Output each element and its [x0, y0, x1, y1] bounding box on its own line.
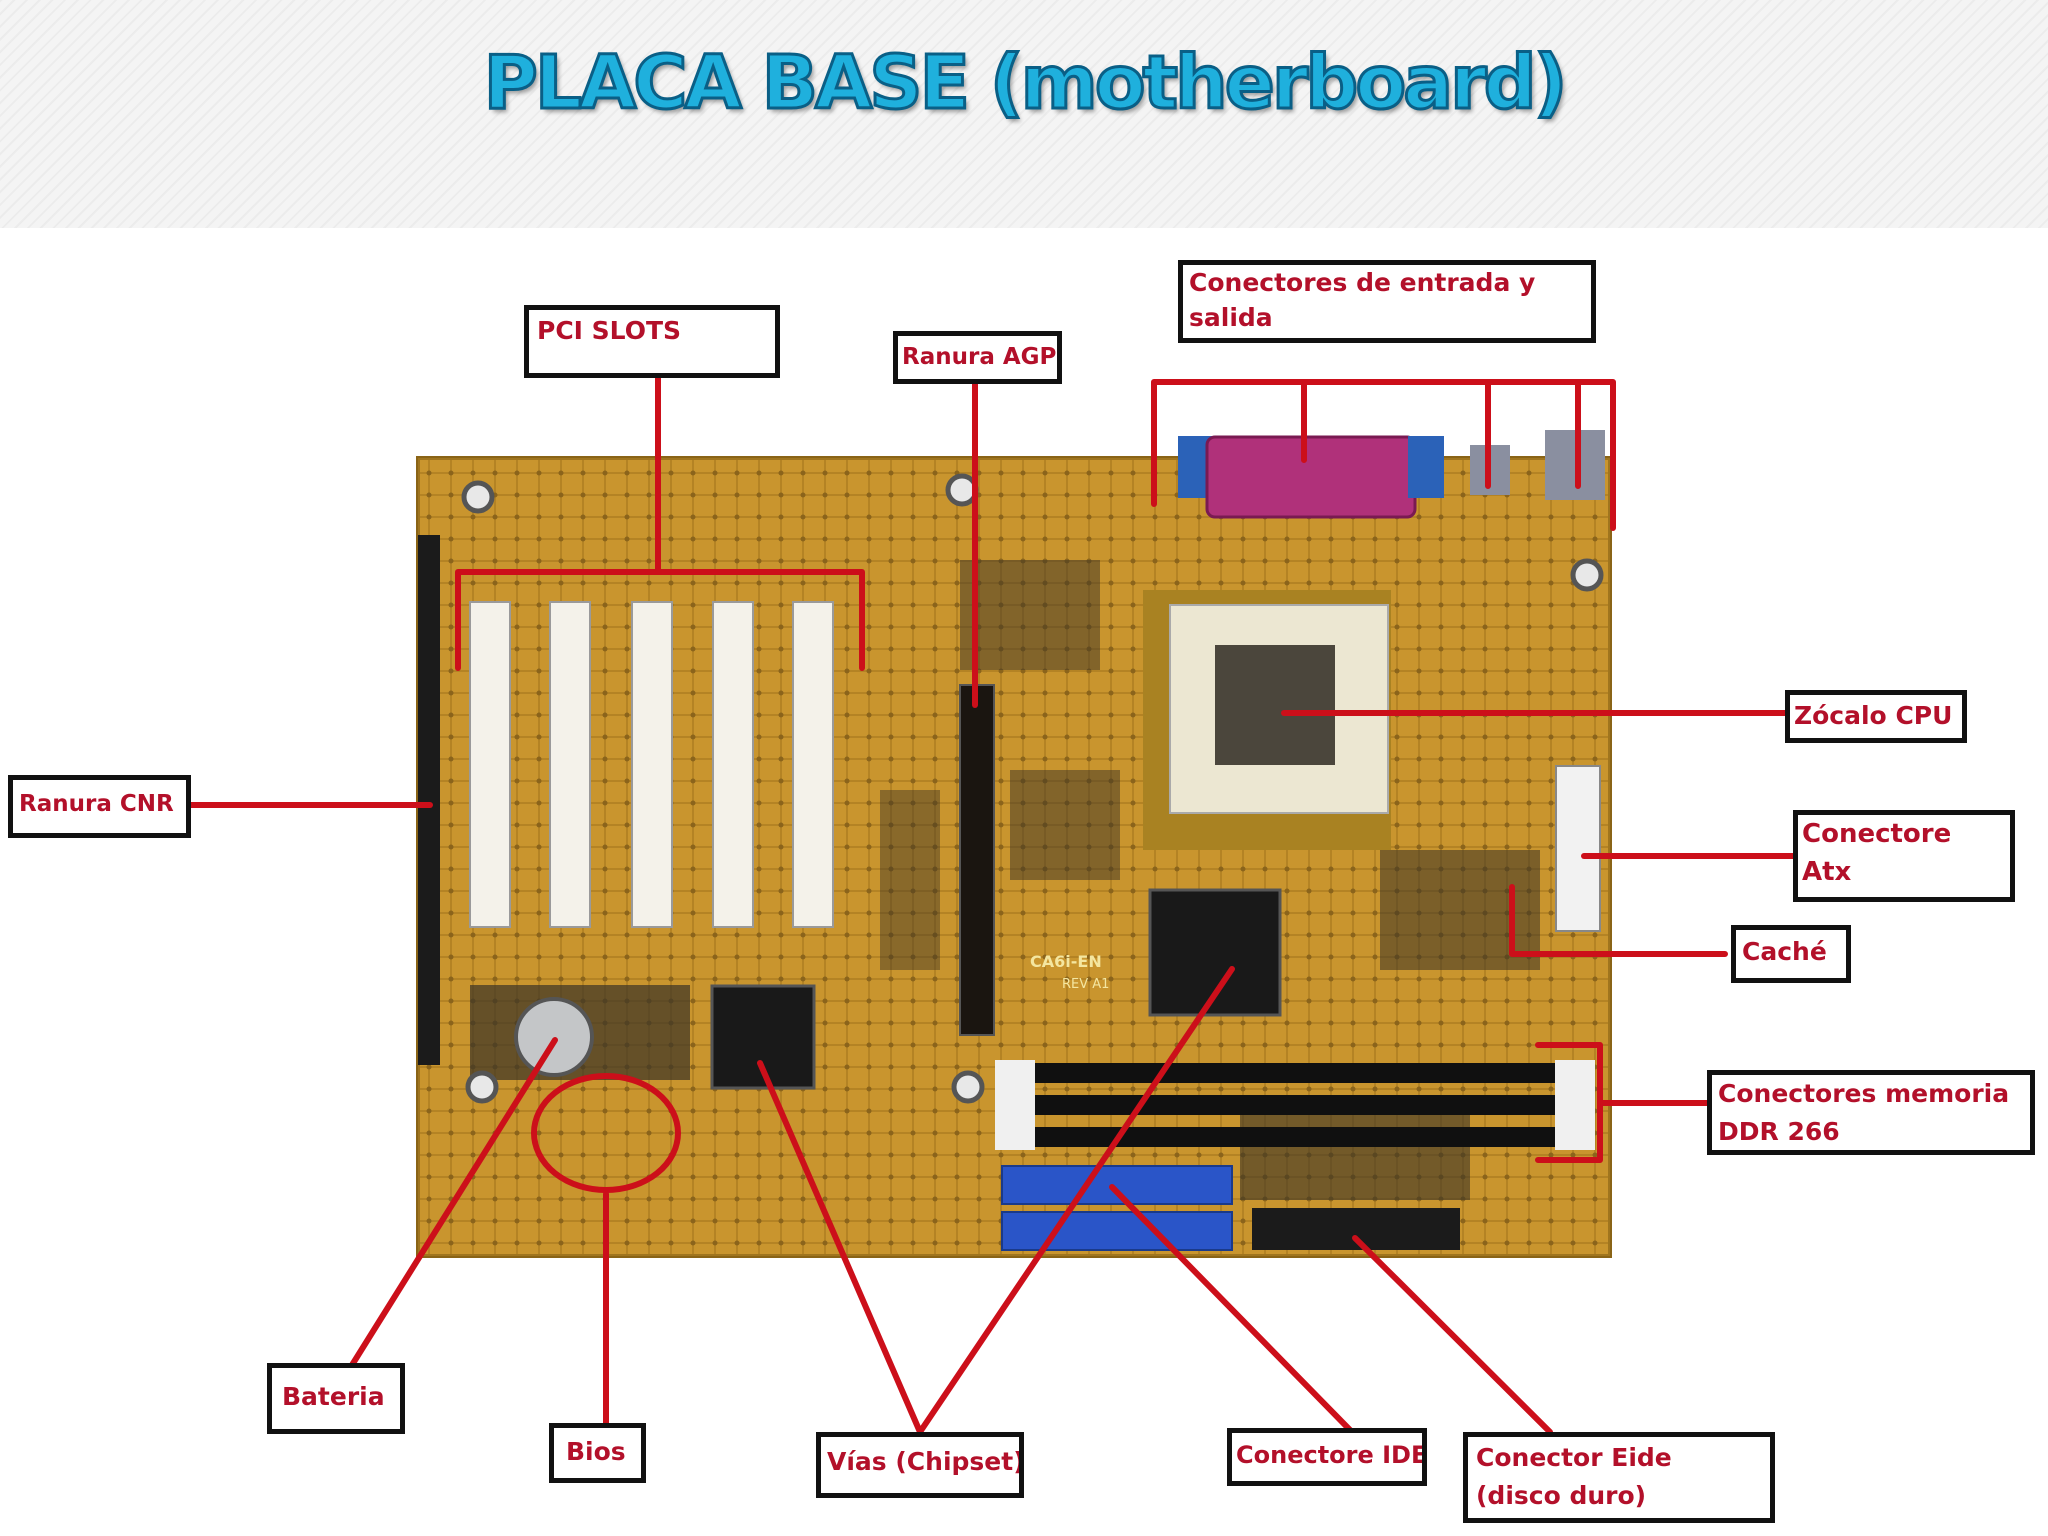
- agp-slot: [959, 684, 995, 1036]
- pointer-lines: [187, 375, 1801, 1435]
- label-io-connectors: Conectores de entrada y salida: [1178, 260, 1596, 343]
- label-cache: Caché: [1731, 925, 1851, 983]
- cpu-socket: [1143, 590, 1391, 850]
- label-pci-slots: PCI SLOTS: [524, 305, 780, 378]
- label-bios: Bios: [549, 1423, 646, 1483]
- atx-power-connector: [1555, 765, 1601, 932]
- title-banner: [0, 0, 2048, 228]
- label-atx-connector: Conectore Atx alimentación: [1793, 810, 2015, 902]
- ddr-slots: [995, 1060, 1595, 1150]
- board-revision: REV A1: [1062, 977, 1109, 992]
- cnr-slot: [418, 535, 440, 1065]
- label-ddr-memory: Conectores memoria DDR 266: [1707, 1070, 2035, 1155]
- label-cnr-slot: Ranura CNR: [8, 775, 191, 838]
- label-eide-connector: Conector Eide (disco duro): [1463, 1432, 1775, 1523]
- label-chipset: Vías (Chipset): [816, 1432, 1024, 1498]
- board-model: CA6i-EN: [1030, 952, 1102, 971]
- page-title: PLACA BASE (motherboard): [482, 39, 1569, 128]
- label-cpu-socket: Zócalo CPU: [1785, 690, 1967, 743]
- battery: [514, 997, 594, 1077]
- label-ide-connector: Conectore IDE: [1227, 1428, 1427, 1486]
- ide-connectors: [1001, 1165, 1460, 1251]
- mounting-holes: [461, 473, 1604, 1104]
- label-battery: Bateria: [267, 1363, 405, 1434]
- pci-slots: [469, 601, 834, 928]
- label-agp: Ranura AGP: [893, 331, 1062, 384]
